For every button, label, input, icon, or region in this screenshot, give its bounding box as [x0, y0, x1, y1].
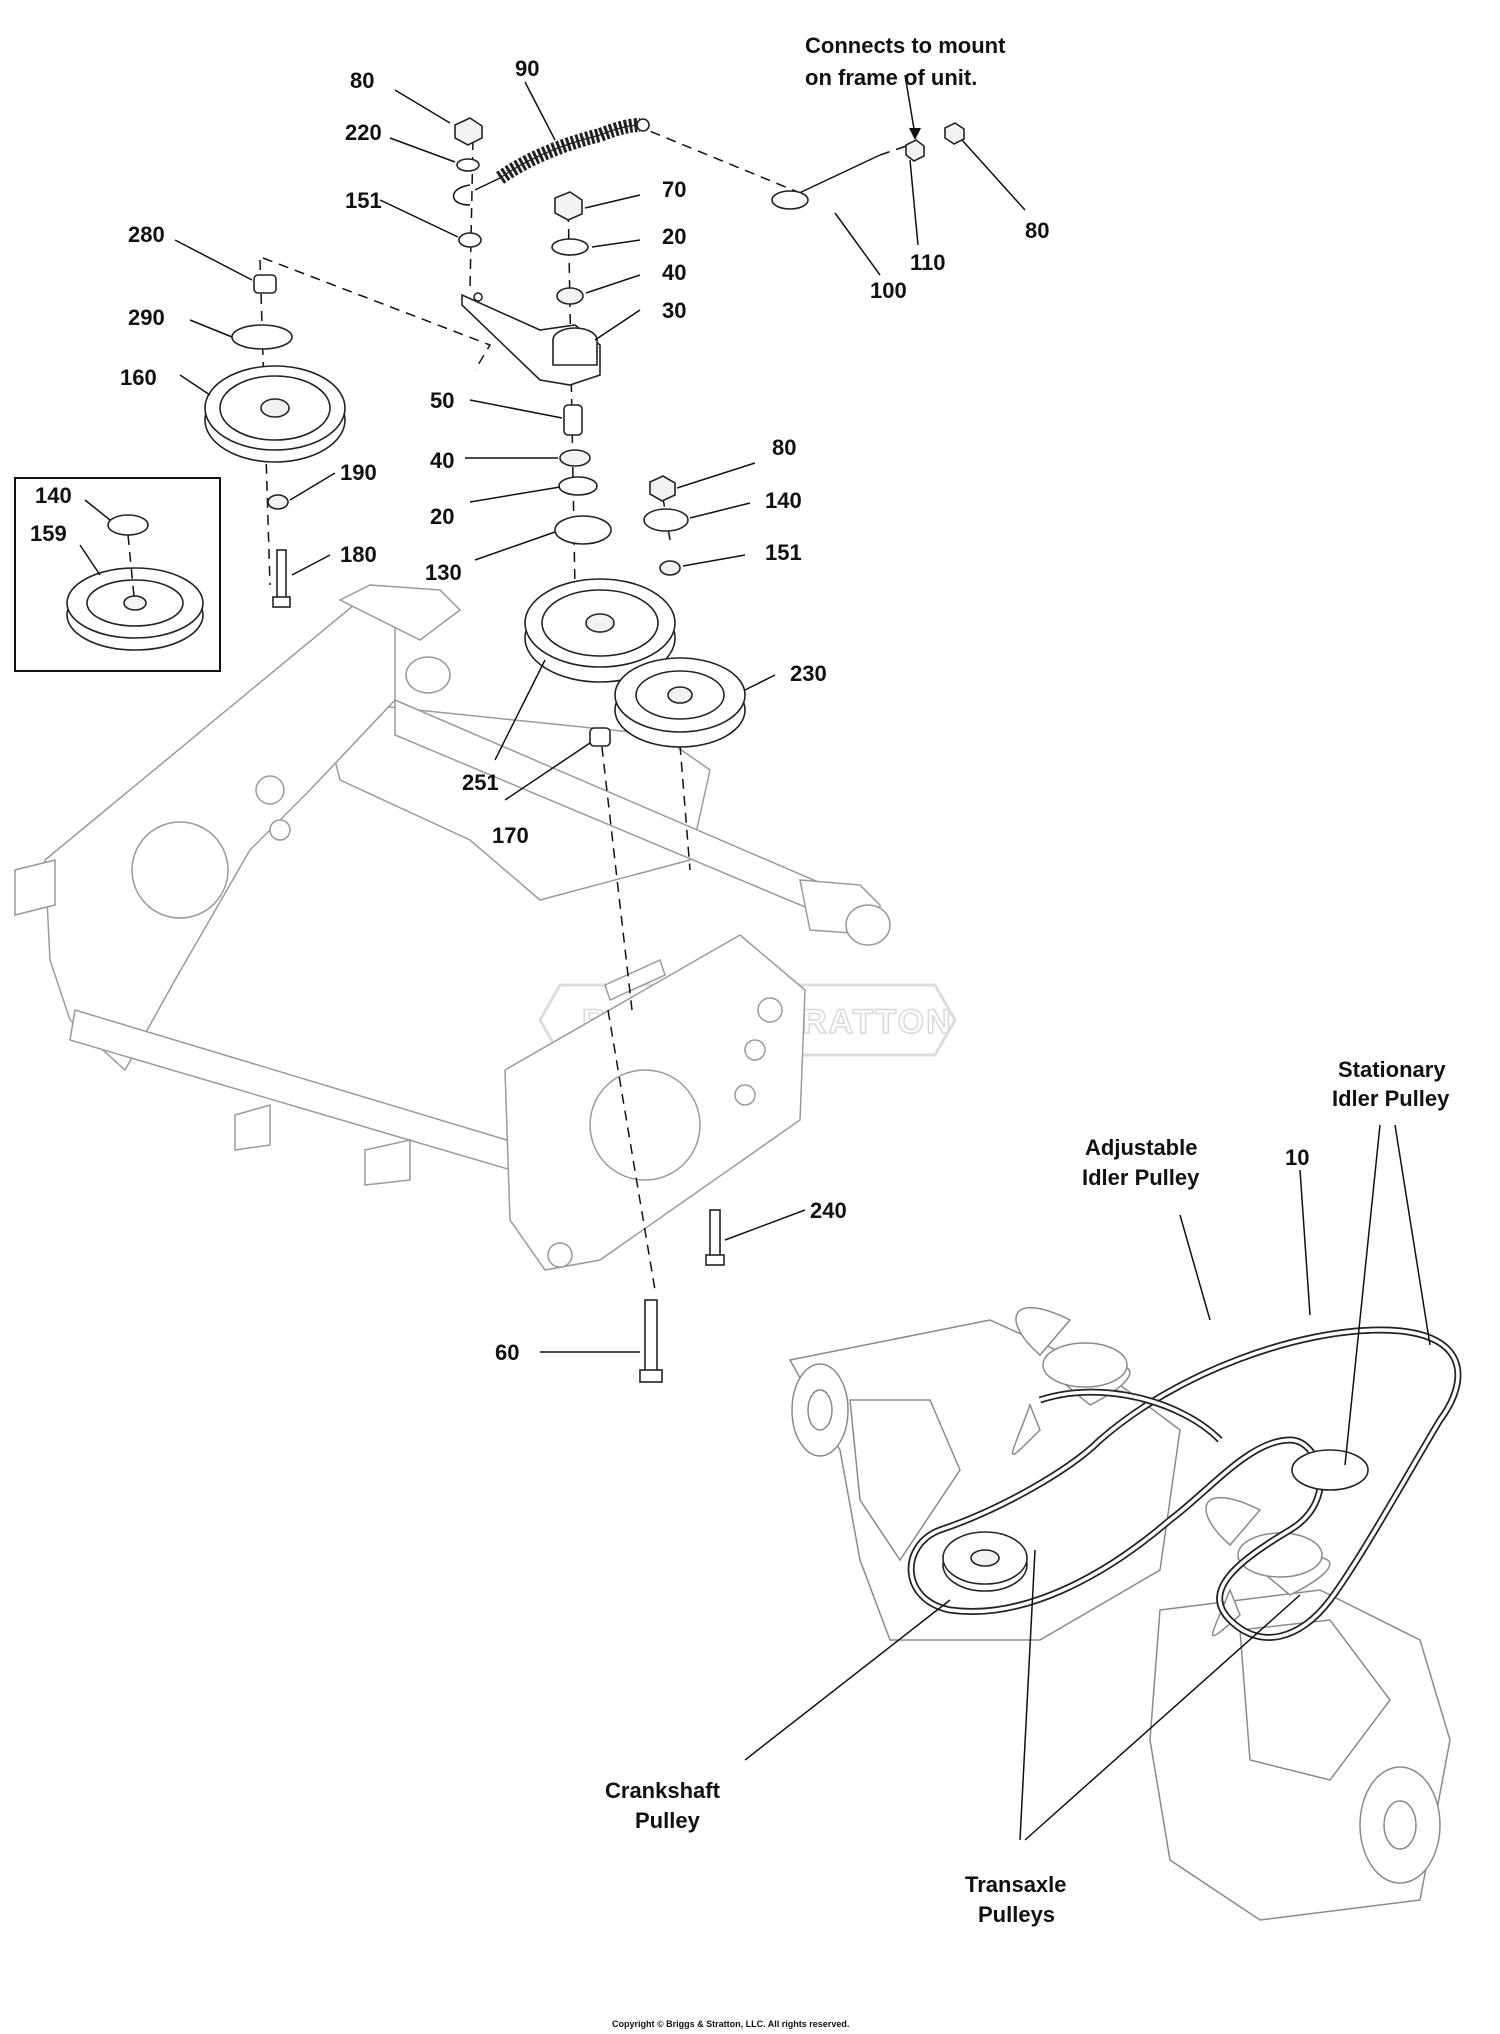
copyright-text: Copyright © Briggs & Stratton, LLC. All … — [612, 2019, 849, 2029]
callout-60: 60 — [495, 1340, 519, 1365]
pulley-160 — [204, 365, 346, 463]
callout-160: 160 — [120, 365, 157, 390]
callout-190: 190 — [340, 460, 377, 485]
callout-20: 20 — [662, 224, 686, 249]
callout-110: 110 — [910, 250, 946, 275]
callout-labels: 80 90 220 151 70 20 40 30 280 290 160 50… — [30, 56, 1309, 1365]
chassis-frame — [14, 584, 891, 1271]
callout-30: 30 — [662, 298, 686, 323]
callout-80: 80 — [350, 68, 374, 93]
alternate-pulley-inset — [14, 477, 221, 672]
callout-20: 20 — [430, 504, 454, 529]
adjustable-idler-note-2: Idler Pulley — [1082, 1165, 1200, 1190]
adjustable-idler-note: Adjustable — [1085, 1135, 1197, 1160]
transaxle-pulleys-note-2: Pulleys — [978, 1902, 1055, 1927]
callout-151: 151 — [345, 188, 382, 213]
callout-40: 40 — [430, 448, 454, 473]
arrow-icon — [909, 128, 921, 140]
callout-170: 170 — [492, 823, 529, 848]
stationary-idler-note: Stationary — [1338, 1057, 1446, 1082]
pulley-251 — [524, 578, 676, 683]
callout-159: 159 — [30, 521, 67, 546]
callout-240: 240 — [810, 1198, 847, 1223]
connects-note-2: on frame of unit. — [805, 65, 977, 90]
callout-290: 290 — [128, 305, 165, 330]
drive-belt-assembly — [788, 1306, 1462, 1921]
callout-100: 100 — [870, 278, 907, 303]
callout-180: 180 — [340, 542, 377, 567]
callout-140: 140 — [35, 483, 72, 508]
callout-140: 140 — [765, 488, 802, 513]
callout-70: 70 — [662, 177, 686, 202]
pulley-230 — [614, 657, 746, 748]
transaxle-pulleys-note: Transaxle — [965, 1872, 1067, 1897]
callout-90: 90 — [515, 56, 539, 81]
callout-220: 220 — [345, 120, 382, 145]
callout-10: 10 — [1285, 1145, 1309, 1170]
hardware-parts — [231, 117, 965, 1383]
callout-50: 50 — [430, 388, 454, 413]
callout-151: 151 — [765, 540, 802, 565]
callout-80: 80 — [772, 435, 796, 460]
stationary-idler-note-2: Idler Pulley — [1332, 1086, 1450, 1111]
callout-230: 230 — [790, 661, 827, 686]
callout-40: 40 — [662, 260, 686, 285]
callout-280: 280 — [128, 222, 165, 247]
callout-251: 251 — [462, 770, 499, 795]
crankshaft-pulley-note: Crankshaft — [605, 1778, 721, 1803]
crankshaft-pulley-note-2: Pulley — [635, 1808, 701, 1833]
connects-note: Connects to mount — [805, 33, 1006, 58]
diagram-notes: Connects to mount on frame of unit. Stat… — [605, 33, 1450, 1927]
callout-80: 80 — [1025, 218, 1049, 243]
leader-lines — [79, 74, 1431, 1841]
callout-130: 130 — [425, 560, 462, 585]
